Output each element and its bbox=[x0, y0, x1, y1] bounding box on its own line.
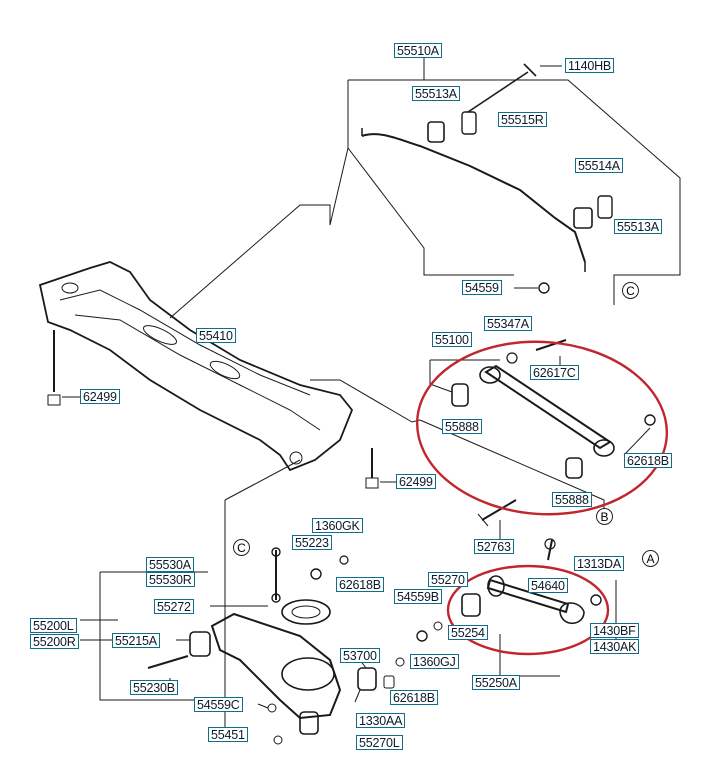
part-label-55250a: 55250A bbox=[472, 675, 520, 690]
part-label-55514a: 55514A bbox=[575, 158, 623, 173]
part-label-62618b-low: 62618B bbox=[390, 690, 438, 705]
bolt-1140hb bbox=[467, 63, 537, 113]
part-label-62499-mid: 62499 bbox=[396, 474, 436, 489]
bushing-right bbox=[573, 207, 593, 229]
part-label-1430bf: 1430BF bbox=[590, 623, 639, 638]
part-label-55451: 55451 bbox=[208, 727, 248, 742]
callout-a: A bbox=[642, 550, 659, 567]
bushing-clamp-left bbox=[461, 111, 477, 135]
nut-54559 bbox=[538, 282, 550, 294]
part-label-62618b-mid: 62618B bbox=[336, 577, 384, 592]
part-label-53700: 53700 bbox=[340, 648, 380, 663]
callout-c-top: C bbox=[622, 282, 639, 299]
crossmember-subframe bbox=[38, 261, 354, 472]
part-label-55230b: 55230B bbox=[130, 680, 178, 695]
lower-control-arm bbox=[210, 612, 342, 720]
bushing-55888-upper bbox=[451, 383, 469, 407]
part-label-1430ak: 1430AK bbox=[590, 639, 640, 654]
part-label-55513a-top: 55513A bbox=[412, 86, 460, 101]
part-label-55530a: 55530A bbox=[146, 557, 194, 572]
part-label-54559-top: 54559 bbox=[462, 280, 502, 295]
bolt-62617c bbox=[535, 339, 567, 351]
bushing-53700 bbox=[357, 667, 377, 691]
part-label-1140hb: 1140HB bbox=[565, 58, 615, 73]
part-label-54640: 54640 bbox=[528, 578, 568, 593]
part-label-55515r: 55515R bbox=[498, 112, 547, 127]
part-label-55888: 55888 bbox=[442, 419, 482, 434]
part-label-54559b: 54559B bbox=[394, 589, 442, 604]
bushing-55254 bbox=[461, 593, 481, 617]
bushing-clamp-right bbox=[597, 195, 613, 219]
callout-c-left: C bbox=[233, 539, 250, 556]
spring-seat bbox=[281, 599, 331, 625]
part-label-55410: 55410 bbox=[196, 328, 236, 343]
bolt-52763 bbox=[481, 499, 517, 521]
part-label-55530r: 55530R bbox=[146, 572, 195, 587]
part-label-55100: 55100 bbox=[432, 332, 472, 347]
part-label-55215a: 55215A bbox=[112, 633, 160, 648]
bolt-55230b bbox=[147, 655, 189, 669]
part-label-1330aa: 1330AA bbox=[356, 713, 406, 728]
bushing-left bbox=[427, 121, 445, 143]
part-label-55888-b: 55888 bbox=[552, 492, 592, 507]
part-label-55254: 55254 bbox=[448, 625, 488, 640]
part-label-54559c: 54559C bbox=[194, 697, 243, 712]
part-label-52763: 52763 bbox=[474, 539, 514, 554]
part-label-62499-left: 62499 bbox=[80, 389, 120, 404]
bushing-55215a bbox=[189, 631, 211, 657]
part-label-1313da: 1313DA bbox=[574, 556, 624, 571]
part-label-1360gj: 1360GJ bbox=[410, 654, 459, 669]
bushing-55451 bbox=[299, 711, 319, 735]
callout-b: B bbox=[596, 508, 613, 525]
highlight-upper-arm bbox=[415, 340, 669, 516]
bushing-55888-lower bbox=[565, 457, 583, 479]
part-label-55270l: 55270L bbox=[356, 735, 403, 750]
part-label-55347a: 55347A bbox=[484, 316, 532, 331]
part-label-62618b-right: 62618B bbox=[624, 453, 672, 468]
part-label-55272: 55272 bbox=[154, 599, 194, 614]
part-label-55270: 55270 bbox=[428, 572, 468, 587]
highlight-trailing-link bbox=[446, 564, 610, 656]
part-label-55223: 55223 bbox=[292, 535, 332, 550]
part-label-55513a-right: 55513A bbox=[614, 219, 662, 234]
part-label-55200r: 55200R bbox=[30, 634, 79, 649]
stabilizer-bar bbox=[361, 133, 586, 263]
stabilizer-group-frame bbox=[347, 79, 681, 305]
part-label-55200l: 55200L bbox=[30, 618, 77, 633]
part-label-55510a: 55510A bbox=[394, 43, 442, 58]
part-label-1360gk: 1360GK bbox=[312, 518, 363, 533]
ball-joint bbox=[559, 602, 585, 625]
part-label-62617c: 62617C bbox=[530, 365, 579, 380]
